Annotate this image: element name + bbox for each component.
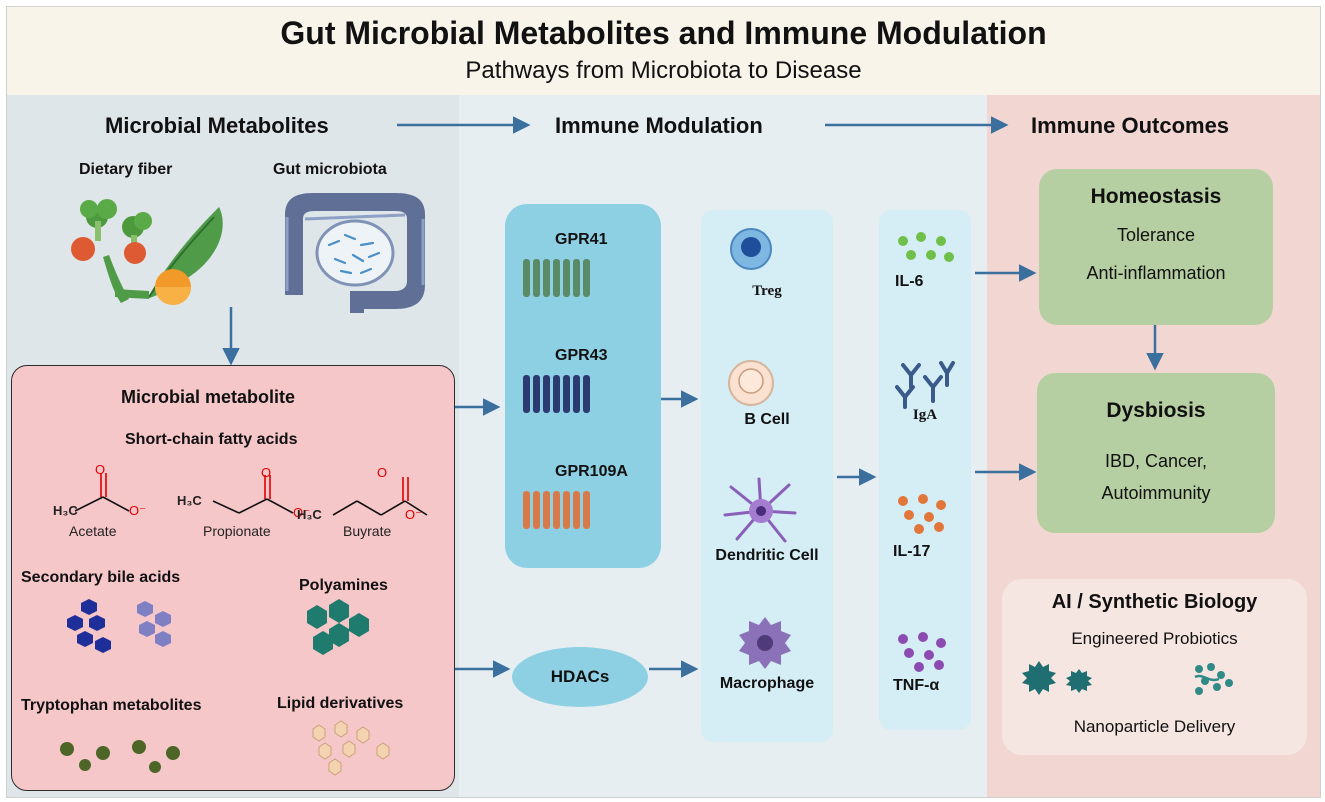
b-cell-icon — [728, 360, 774, 406]
gut-microbiota-icon — [285, 193, 425, 313]
header: Gut Microbial Metabolites and Immune Mod… — [7, 7, 1320, 95]
propionate-oxygen-label: O — [261, 465, 272, 480]
label-dietary-fiber: Dietary fiber — [79, 161, 173, 178]
tryptophan-dots-icon — [60, 740, 180, 773]
macrophage-icon — [739, 617, 791, 669]
label-scfa: Short-chain fatty acids — [125, 431, 298, 448]
column-title-metabolites: Microbial Metabolites — [105, 113, 329, 138]
cell-label-macrophage: Macrophage — [719, 675, 815, 692]
engineered-probiotic-icon — [1022, 661, 1092, 695]
flow-arrows — [222, 116, 1164, 678]
butyrate-oxygen-minus-label: O⁻ — [405, 507, 422, 522]
scfa-structures — [74, 473, 428, 516]
label-lipid-derivatives: Lipid derivatives — [277, 695, 404, 712]
dysbiosis-title: Dysbiosis — [1106, 399, 1206, 422]
homeostasis-item-anti-inflammation: Anti-inflammation — [1086, 263, 1226, 283]
cell-label-dendritic-cell: Dendritic Cell — [715, 547, 819, 564]
gpr41-receptor-icon — [523, 259, 590, 297]
scfa-name-acetate: Acetate — [69, 523, 117, 539]
metabolite-box-title: Microbial metabolite — [121, 387, 296, 407]
gpr109a-receptor-icon — [523, 491, 590, 529]
ai-line-engineered-probiotics: Engineered Probiotics — [1071, 629, 1238, 648]
polyamine-hexagons-icon — [307, 599, 369, 655]
homeostasis-item-tolerance: Tolerance — [1116, 225, 1196, 245]
dendritic-cell-icon — [723, 477, 797, 543]
column-title-modulation: Immune Modulation — [555, 113, 763, 138]
dysbiosis-item-diseases: IBD, Cancer, — [1104, 451, 1208, 471]
vegetables-icon — [71, 199, 223, 305]
label-secondary-bile-acids: Secondary bile acids — [21, 569, 181, 586]
microbial-metabolite-box — [11, 365, 455, 791]
cytokine-panel — [879, 210, 971, 730]
ai-line-nanoparticle-delivery: Nanoparticle Delivery — [1073, 717, 1236, 736]
treg-cell-icon — [730, 228, 772, 270]
cell-label-treg: Treg — [752, 283, 782, 299]
propionate-methyl-label: H₃C — [177, 493, 202, 508]
cytokine-label-tnf-alpha: TNF-α — [893, 677, 940, 694]
label-gut-microbiota: Gut microbiota — [273, 161, 387, 178]
homeostasis-box — [1039, 169, 1273, 325]
column-title-outcomes: Immune Outcomes — [1031, 113, 1230, 138]
il17-dots-icon — [898, 494, 946, 534]
tnf-alpha-dots-icon — [898, 632, 946, 672]
acetate-oxygen-minus-label: O⁻ — [129, 503, 146, 518]
diagram-frame: Gut Microbial Metabolites and Immune Mod… — [6, 6, 1321, 798]
butyrate-methyl-label: H₃C — [297, 507, 322, 522]
acetate-oxygen-label: O — [95, 462, 106, 477]
label-tryptophan-metabolites: Tryptophan metabolites — [21, 697, 202, 714]
lipid-hexagons-icon — [312, 720, 390, 776]
receptor-label-gpr43: GPR43 — [555, 347, 608, 364]
scfa-name-butyrate: Buyrate — [343, 523, 392, 539]
hdac-node — [512, 647, 648, 707]
ai-title: AI / Synthetic Biology — [1051, 591, 1258, 613]
scfa-name-propionate: Propionate — [203, 523, 271, 539]
il6-dots-icon — [898, 232, 954, 262]
homeostasis-title: Homeostasis — [1090, 185, 1222, 208]
iga-antibody-icon — [895, 361, 955, 409]
acetate-methyl-label: H₃C — [53, 503, 78, 518]
dysbiosis-item-autoimmunity: Autoimmunity — [1101, 483, 1211, 503]
cytokine-label-il6: IL-6 — [895, 273, 924, 290]
cytokine-label-iga: IgA — [912, 407, 938, 423]
page-title: Gut Microbial Metabolites and Immune Mod… — [280, 15, 1047, 51]
label-polyamines: Polyamines — [299, 577, 388, 594]
hdac-label: HDACs — [550, 667, 610, 686]
cytokine-label-il17: IL-17 — [893, 543, 931, 560]
ai-synthetic-biology-box — [1002, 579, 1307, 755]
dysbiosis-box — [1037, 373, 1275, 533]
cell-label-b-cell: B Cell — [744, 411, 790, 428]
receptor-label-gpr41: GPR41 — [555, 231, 608, 248]
page-subtitle: Pathways from Microbiota to Disease — [465, 57, 862, 84]
bile-acid-hexagons-icon — [67, 599, 171, 653]
butyrate-oxygen-label: O — [377, 465, 388, 480]
nanoparticle-icon — [1194, 663, 1233, 695]
receptor-label-gpr109a: GPR109A — [555, 463, 628, 480]
propionate-oxygen-minus-label: O⁻ — [293, 505, 310, 520]
gpr43-receptor-icon — [523, 375, 590, 413]
